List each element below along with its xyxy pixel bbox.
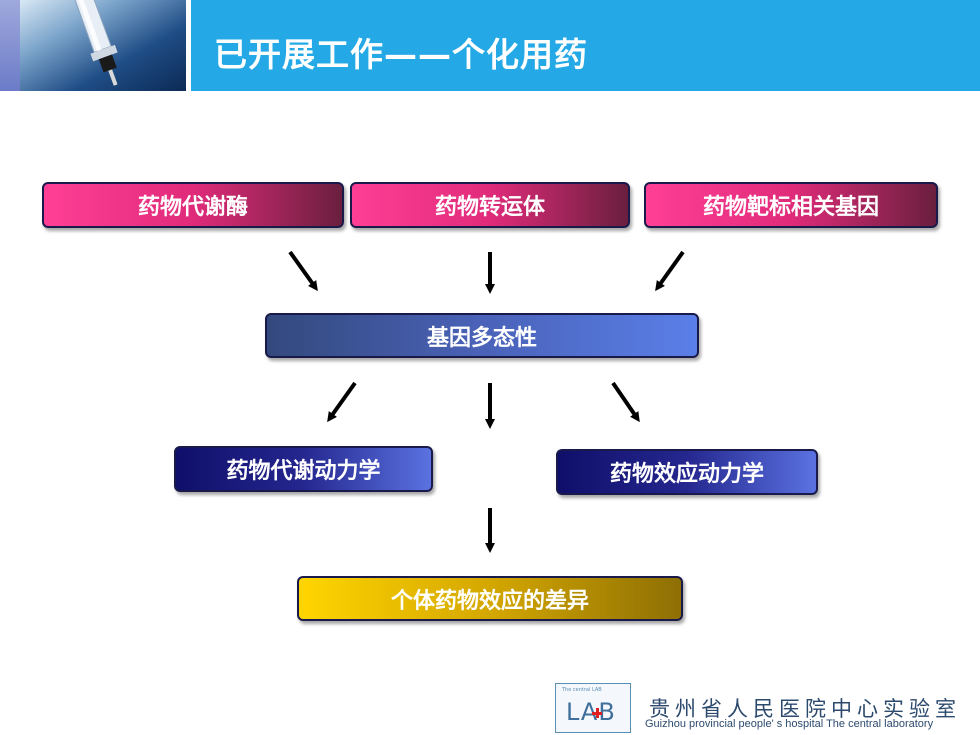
box-pharmacodynamics: 药物效应动力学 [556,449,818,495]
arrow-enzyme-to-polymorphism [288,250,318,292]
org-name-cn: 贵州省人民医院中心实验室 [649,697,961,721]
org-name-en: Guizhou provincial people' s hospital Th… [645,718,934,730]
lab-logo: The central LAB LAB [555,683,631,733]
arrow-target-to-polymorphism [655,250,685,292]
box-drug-target-genes: 药物靶标相关基因 [644,182,938,228]
box-individual-drug-response: 个体药物效应的差异 [297,576,683,621]
logo-mark: LAB [566,698,616,726]
header-divider [186,0,191,91]
arrow-polymorphism-to-pk [327,381,357,423]
box-pharmacokinetics: 药物代谢动力学 [174,446,433,492]
page-title: 已开展工作——个化用药 [214,35,588,74]
header-accent-strip [0,0,20,91]
box-drug-transporter: 药物转运体 [350,182,630,228]
syringe-icon [69,0,118,86]
box-drug-metabolizing-enzyme: 药物代谢酶 [42,182,344,228]
syringe-image [20,0,186,91]
logo-small-text: The central LAB [562,687,602,693]
arrow-polymorphism-to-pd [611,381,640,423]
medical-cross-icon [592,708,602,718]
box-gene-polymorphism: 基因多态性 [265,313,699,358]
